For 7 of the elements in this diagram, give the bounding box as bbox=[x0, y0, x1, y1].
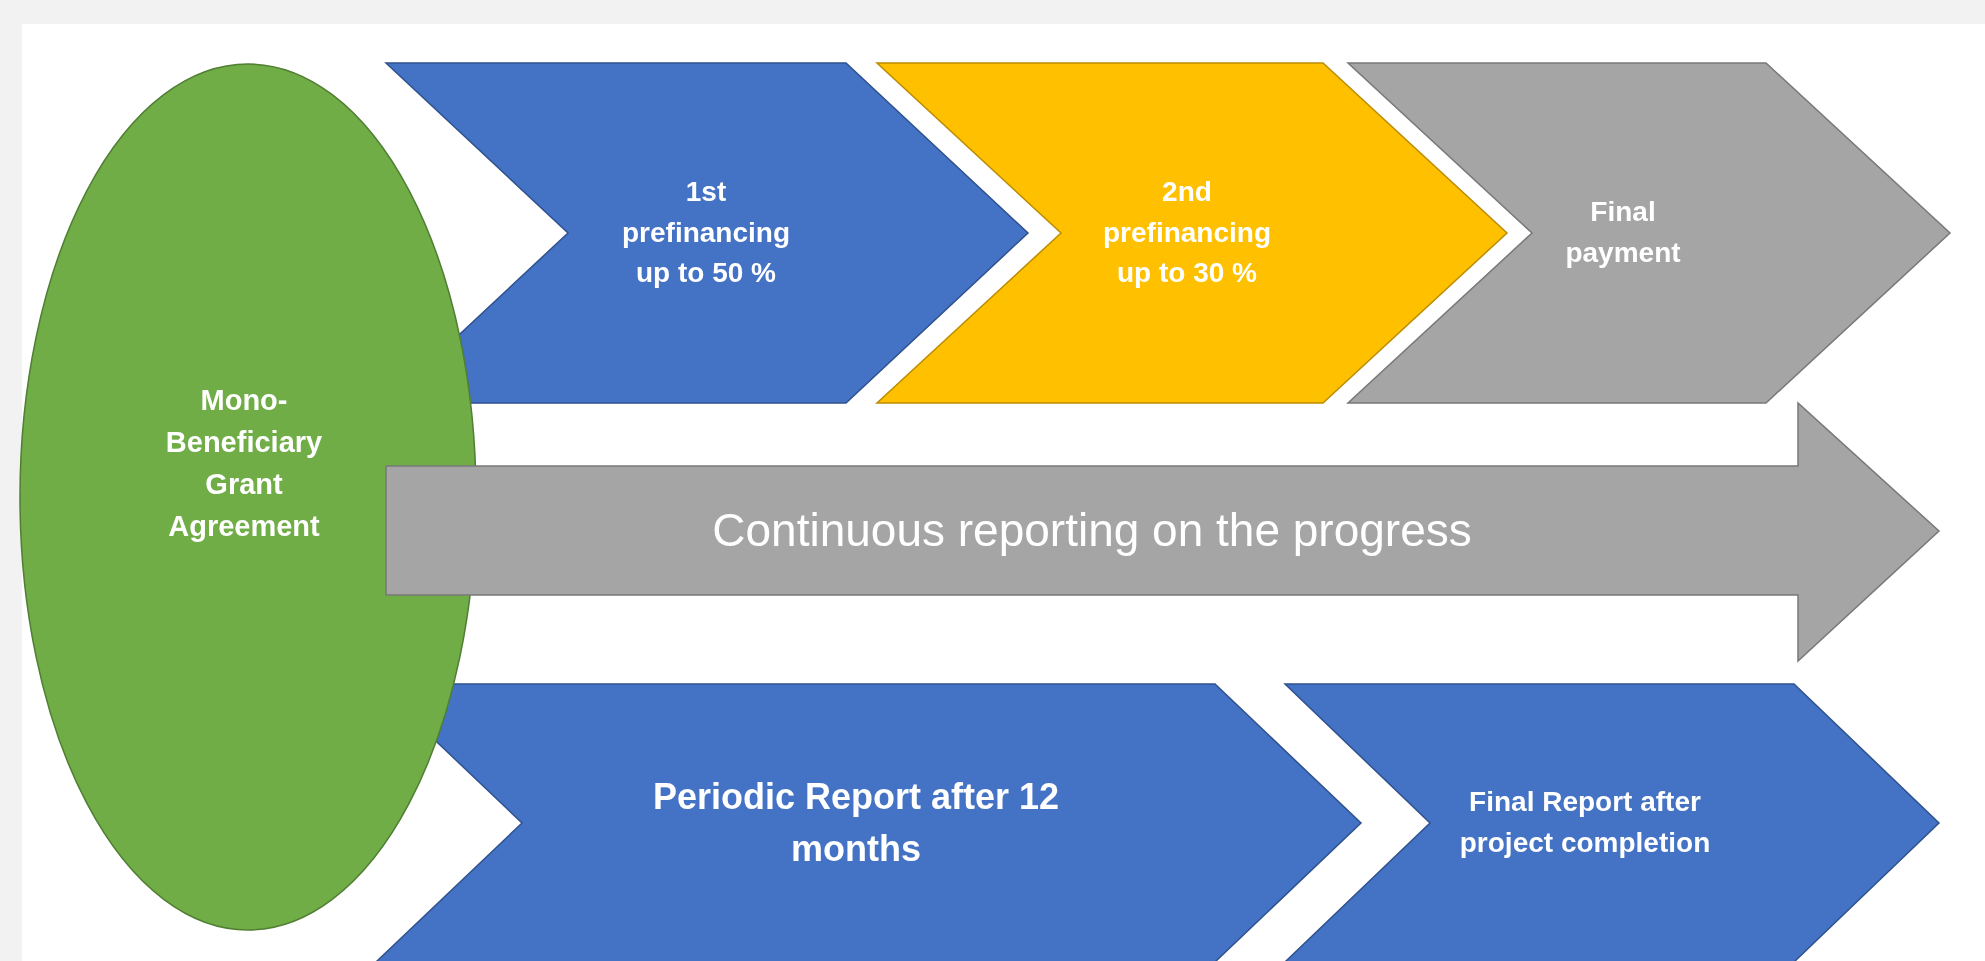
node-label: 1st prefinancing up to 50 % bbox=[621, 175, 791, 291]
node-label: Continuous reporting on the progress bbox=[712, 503, 1472, 559]
node-label: Periodic Report after 12 months bbox=[651, 774, 1061, 871]
node-label: Final Report after project completion bbox=[1458, 785, 1712, 860]
node-label: Mono-Beneficiary Grant Agreement bbox=[164, 382, 324, 545]
node-label: Final payment bbox=[1564, 195, 1682, 270]
node-label: 2nd prefinancing up to 30 % bbox=[1102, 175, 1272, 291]
